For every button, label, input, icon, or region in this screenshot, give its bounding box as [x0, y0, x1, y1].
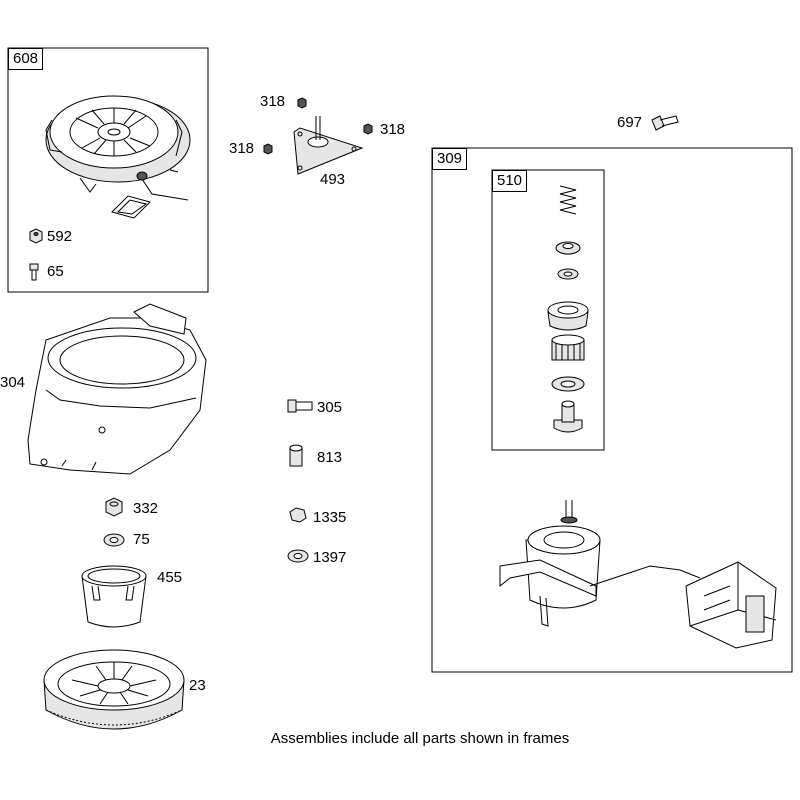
nut-318-left-drawing	[263, 143, 273, 155]
bolt-65-drawing	[29, 263, 39, 281]
nut-1335-drawing	[289, 507, 307, 523]
nut-318-top-drawing	[297, 97, 307, 109]
diagram-caption: Assemblies include all parts shown in fr…	[270, 730, 570, 747]
part-label-493: 493	[320, 171, 346, 188]
part-label-304: 304	[0, 374, 26, 391]
blower-housing-drawing	[27, 303, 207, 475]
part-label-65: 65	[47, 263, 64, 280]
recoil-starter-drawing	[45, 95, 191, 219]
part-label-305: 305	[317, 399, 343, 416]
nut-318-right-drawing	[363, 123, 373, 135]
drive-assembly-510-drawing	[547, 185, 589, 433]
frame-510-tag: 510	[492, 170, 528, 192]
part-label-1397: 1397	[313, 549, 347, 566]
nut-592-drawing	[29, 228, 43, 244]
part-label-332: 332	[133, 500, 159, 517]
spacer-813-drawing	[289, 444, 303, 467]
part-label-1335: 1335	[313, 509, 347, 526]
plate-493-drawing	[293, 116, 364, 175]
frame-309-tag: 309	[432, 148, 468, 170]
frame-608-border	[7, 47, 209, 293]
flywheel-23-drawing	[43, 649, 185, 730]
frame-309-border	[431, 147, 793, 673]
nut-332-drawing	[105, 497, 123, 517]
part-label-318-top: 318	[260, 93, 286, 110]
washer-75-drawing	[103, 533, 125, 547]
part-label-592: 592	[47, 228, 73, 245]
drive-assembly-309-drawing	[499, 500, 777, 649]
part-label-75: 75	[133, 531, 150, 548]
bolt-305-drawing	[287, 399, 313, 413]
frame-510-border	[491, 169, 605, 451]
part-label-813: 813	[317, 449, 343, 466]
cup-455-drawing	[81, 565, 147, 628]
part-label-23: 23	[189, 677, 206, 694]
part-label-318-right: 318	[380, 121, 406, 138]
part-label-455: 455	[157, 569, 183, 586]
washer-1397-drawing	[287, 549, 309, 563]
part-label-318-left: 318	[229, 140, 255, 157]
bolt-697-drawing	[651, 115, 679, 131]
part-label-697: 697	[617, 114, 643, 131]
frame-608-tag: 608	[8, 48, 44, 70]
